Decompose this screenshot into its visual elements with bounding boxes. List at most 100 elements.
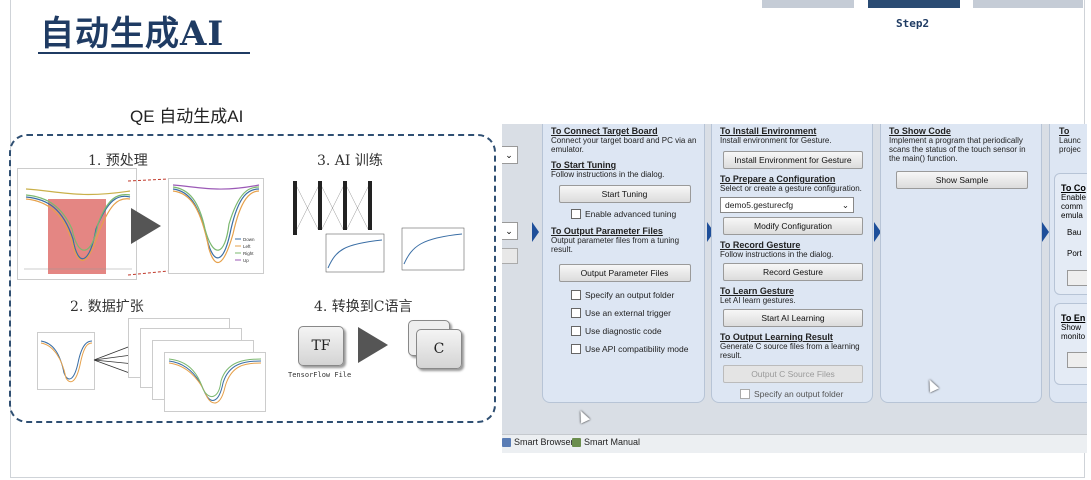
neural-network-diagram <box>293 181 372 235</box>
modify-configuration-button[interactable]: Modify Configuration <box>723 217 863 235</box>
step-3-segment <box>973 0 1083 8</box>
checkbox-label: Use diagnostic code <box>585 325 662 336</box>
flow-arrow-2 <box>707 222 714 242</box>
output-parameter-files-button[interactable]: Output Parameter Files <box>558 264 691 282</box>
flow-arrow-1 <box>532 222 539 242</box>
record-heading: To Record Gesture <box>720 240 801 250</box>
tensorflow-caption: TensorFlow File <box>288 371 352 379</box>
subtitle: QE 自动生成AI <box>130 107 244 126</box>
result-text: Generate C source files from a learning … <box>720 342 860 360</box>
checkbox-box[interactable] <box>571 308 581 318</box>
augment-source-chart <box>37 332 95 390</box>
col4-text: Show <box>1061 323 1082 332</box>
checkbox-box[interactable] <box>740 389 750 399</box>
panel-gesture: To Install Environment Install environme… <box>711 124 873 403</box>
tensorflow-file-icon: TF <box>298 326 344 366</box>
workflow-dashed-box <box>9 134 496 423</box>
specify-output-folder-checkbox[interactable]: Specify an output folder <box>571 290 698 300</box>
col4-heading-3: To En <box>1061 313 1086 323</box>
legend-up: Up <box>243 258 249 263</box>
section-augment-label: 2. 数据扩张 <box>70 299 144 315</box>
learn-heading: To Learn Gesture <box>720 286 794 296</box>
sample-heading: To Show Code <box>889 126 951 136</box>
output-heading: To Output Parameter Files <box>551 226 663 236</box>
col4-text: projec <box>1059 145 1081 154</box>
install-environment-button[interactable]: Install Environment for Gesture <box>723 151 863 169</box>
smart-browser-tab[interactable]: Smart Browser <box>502 437 574 447</box>
panel-sample: To Show Code Implement a program that pe… <box>880 124 1042 403</box>
legend-right: Right <box>243 251 254 256</box>
panel-debug: To Launc projec To Co Enable comm emula … <box>1049 124 1087 403</box>
checkbox-label: Specify an output folder <box>754 388 844 399</box>
checkbox-label: Specify an output folder <box>585 289 675 300</box>
smart-manual-label: Smart Manual <box>584 437 641 447</box>
preprocess-chart-svg <box>24 188 132 274</box>
step-label: Step2 <box>896 17 930 30</box>
convert-arrow <box>358 327 388 363</box>
prepare-text: Select or create a gesture configuration… <box>720 184 862 193</box>
api-compatibility-checkbox[interactable]: Use API compatibility mode <box>571 344 698 354</box>
checkbox-box[interactable] <box>571 326 581 336</box>
result-heading: To Output Learning Result <box>720 332 833 342</box>
connect-heading: To Connect Target Board <box>551 126 658 136</box>
install-heading: To Install Environment <box>720 126 817 136</box>
enable-advanced-tuning-checkbox[interactable]: Enable advanced tuning <box>571 209 698 219</box>
legend-down: Down <box>243 237 255 242</box>
augmented-chart-4 <box>164 352 266 412</box>
col4-button-stub-2[interactable] <box>1067 352 1087 368</box>
col4-button-stub[interactable] <box>1067 270 1087 286</box>
show-sample-button[interactable]: Show Sample <box>896 171 1028 189</box>
output-c-source-button[interactable]: Output C Source Files <box>723 365 863 383</box>
checkbox-box[interactable] <box>571 344 581 354</box>
panel-tuning: To Connect Target Board Connect your tar… <box>542 124 705 403</box>
diagnostic-code-checkbox[interactable]: Use diagnostic code <box>571 326 698 336</box>
qe-app-screenshot: ⌄ ⌄ To Connect Target Board Connect your… <box>502 124 1087 434</box>
section-convert-label: 4. 转换到C语言 <box>314 299 413 315</box>
manual-icon <box>572 437 581 447</box>
record-gesture-button[interactable]: Record Gesture <box>723 263 863 281</box>
flow-arrow-4 <box>1042 222 1049 242</box>
zoom-lines <box>127 178 169 276</box>
baud-label: Bau <box>1067 228 1082 237</box>
preprocess-chart <box>17 168 137 280</box>
col4-text: monito <box>1061 332 1086 341</box>
step-2-segment <box>868 0 960 8</box>
checkbox-label: Enable advanced tuning <box>585 208 677 219</box>
output-text: Output parameter files from a tuning res… <box>551 236 680 254</box>
training-loss-chart <box>318 230 388 280</box>
checkbox-label: Use an external trigger <box>585 307 671 318</box>
external-trigger-checkbox[interactable]: Use an external trigger <box>571 308 698 318</box>
smart-manual-tab[interactable]: Smart Manual <box>572 437 640 447</box>
left-dropdown-1[interactable]: ⌄ <box>502 146 518 164</box>
learn-text: Let AI learn gestures. <box>720 296 796 305</box>
legend-left: Left <box>243 244 251 249</box>
checkbox-box[interactable] <box>571 290 581 300</box>
slide-title: 自动生成AI <box>40 14 225 54</box>
configuration-dropdown[interactable]: demo5.gesturecfg ⌄ <box>720 197 854 213</box>
install-text: Install environment for Gesture. <box>720 136 832 145</box>
record-text: Follow instructions in the dialog. <box>720 250 834 259</box>
tuning-text: Follow instructions in the dialog. <box>551 170 665 179</box>
port-label: Port <box>1067 249 1082 258</box>
mouse-cursor-icon-2 <box>575 408 591 424</box>
smart-browser-label: Smart Browser <box>514 437 574 447</box>
chevron-down-icon: ⌄ <box>841 200 849 210</box>
result-output-folder-checkbox[interactable]: Specify an output folder <box>740 389 866 399</box>
start-tuning-button[interactable]: Start Tuning <box>558 185 691 203</box>
left-dropdown-2[interactable]: ⌄ <box>502 222 518 240</box>
validation-accuracy-chart <box>396 222 468 278</box>
checkbox-box[interactable] <box>571 209 581 219</box>
connect-text: Connect your target board and PC via an … <box>551 136 697 154</box>
prepare-heading: To Prepare a Configuration <box>720 174 836 184</box>
col4-text: Enable <box>1061 193 1086 202</box>
sample-text: Implement a program that periodically sc… <box>889 136 1026 163</box>
checkbox-label: Use API compatibility mode <box>585 343 689 354</box>
start-ai-learning-button[interactable]: Start AI Learning <box>723 309 863 327</box>
col4-text: emula <box>1061 211 1083 220</box>
title-underline <box>38 52 250 54</box>
browser-icon <box>502 437 511 447</box>
app-bottom-bar: Smart Browser Smart Manual <box>502 434 1087 453</box>
left-button-stub[interactable] <box>502 248 518 264</box>
processed-chart: Down Left Right Up <box>168 178 264 274</box>
col4-heading-1: To <box>1059 126 1070 136</box>
